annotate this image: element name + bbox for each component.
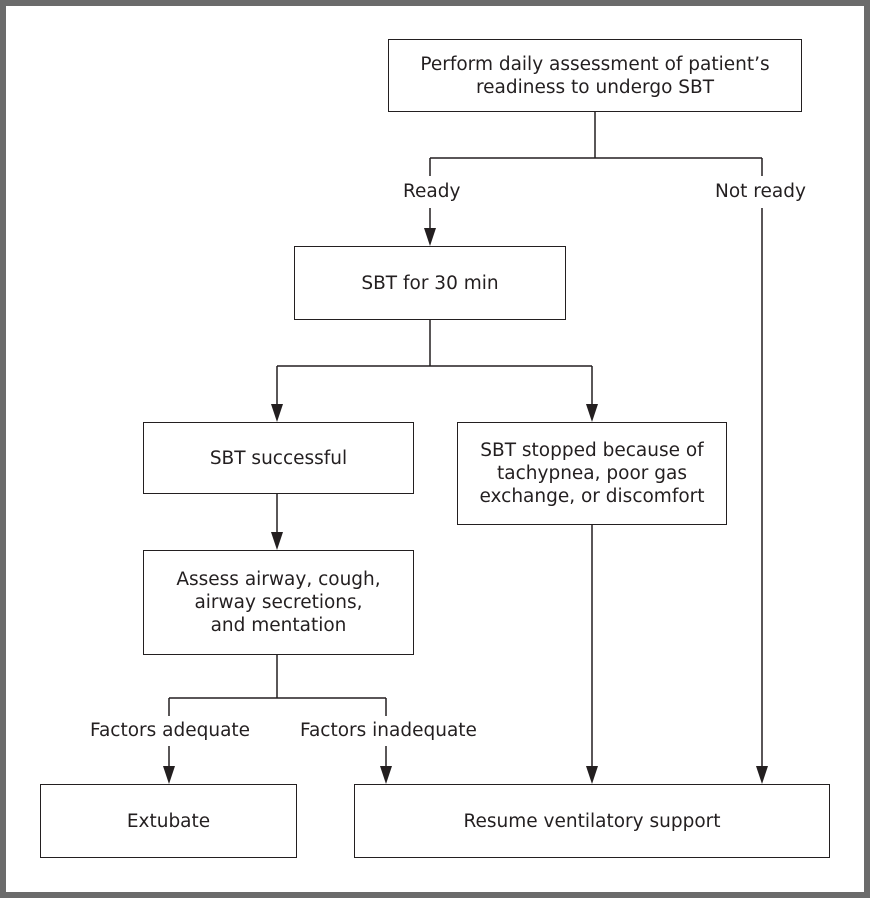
sbt-successful-box: SBT successful <box>143 422 414 494</box>
assess-airway-text: Assess airway, cough, airway secretions,… <box>176 569 381 636</box>
resume-support-box: Resume ventilatory support <box>354 784 830 858</box>
assessment-box: Perform daily assessment of patient’s re… <box>388 39 802 112</box>
ready-label: Ready <box>403 181 461 202</box>
arrowhead-successful <box>271 404 283 422</box>
extubate-box: Extubate <box>40 784 297 858</box>
extubate-text: Extubate <box>126 810 211 832</box>
arrowhead-assess-airway <box>271 532 283 550</box>
factors-inadequate-label: Factors inadequate <box>300 720 477 741</box>
arrowhead-sbt-trial <box>424 228 436 246</box>
sbt-stopped-box: SBT stopped because of tachypnea, poor g… <box>457 422 727 525</box>
arrowhead-notready-resume <box>756 766 768 784</box>
sbt-trial-box: SBT for 30 min <box>294 246 566 320</box>
resume-support-text: Resume ventilatory support <box>463 810 721 832</box>
assess-airway-box: Assess airway, cough, airway secretions,… <box>143 550 414 655</box>
arrowhead-stopped-resume <box>586 766 598 784</box>
arrowhead-stopped <box>586 404 598 422</box>
sbt-trial-text: SBT for 30 min <box>361 272 499 294</box>
arrowhead-extubate <box>163 766 175 784</box>
not-ready-label: Not ready <box>715 181 806 202</box>
arrowhead-inadequate-resume <box>380 766 392 784</box>
sbt-stopped-text: SBT stopped because of tachypnea, poor g… <box>479 440 705 507</box>
factors-adequate-label: Factors adequate <box>90 720 251 741</box>
assessment-text: Perform daily assessment of patient’s re… <box>420 53 770 98</box>
sbt-successful-text: SBT successful <box>209 447 348 469</box>
